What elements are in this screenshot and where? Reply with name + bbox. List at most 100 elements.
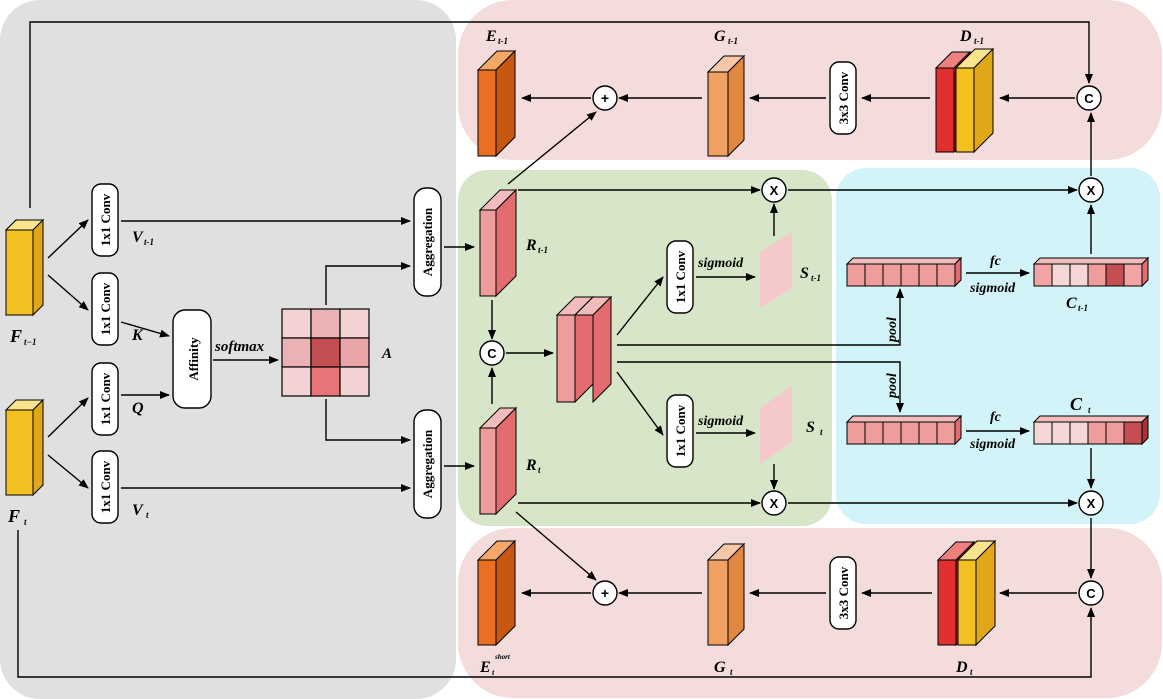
- aggregation-bottom: Aggregation: [413, 409, 442, 519]
- conv-v-prev: 1x1 Conv: [91, 183, 119, 257]
- label-g-cur-sub: t: [730, 667, 733, 677]
- add-node-top-label: +: [601, 90, 609, 106]
- concatenated-feature: [555, 295, 613, 404]
- green-panel: [458, 170, 832, 526]
- svg-text:1x1 Conv: 1x1 Conv: [673, 404, 688, 457]
- label-fc-sigmoid-bottom: sigmoid: [969, 437, 1016, 452]
- label-c-prev: C: [1066, 295, 1077, 312]
- cyan-panel: [836, 168, 1160, 524]
- arrow-stack-conv-top: [616, 276, 664, 336]
- label-e-cur-sub: t: [492, 668, 495, 677]
- arrow-stack-conv-bottom: [616, 371, 664, 436]
- arrow-rcur-add: [515, 511, 597, 581]
- svg-text:1x1 Conv: 1x1 Conv: [673, 250, 688, 303]
- pooled-vector-bottom: [845, 414, 963, 446]
- multiply-node-cyan-bottom-label: X: [1087, 496, 1096, 511]
- multiply-node-green-bottom-label: X: [770, 496, 779, 511]
- affinity-block: Affinity: [172, 309, 212, 409]
- feature-d-prev: [934, 47, 995, 154]
- label-d-cur: D: [955, 659, 968, 676]
- svg-text:3x3 Conv: 3x3 Conv: [836, 71, 851, 124]
- label-r-prev: R: [525, 237, 537, 254]
- top-pink-panel: [458, 0, 1162, 160]
- label-c-prev-sub: t-1: [1078, 303, 1088, 313]
- conv3x3-top: 3x3 Conv: [829, 61, 857, 135]
- multiply-node-cyan-top-label: X: [1087, 183, 1096, 198]
- concat-node-bottom: [1078, 580, 1104, 606]
- label-r-cur-sub: t: [538, 465, 541, 475]
- multiply-node-green-bottom: [761, 490, 787, 516]
- label-s-cur: S: [806, 419, 815, 436]
- svg-text:1x1 Conv: 1x1 Conv: [98, 282, 113, 335]
- label-g-prev: G: [714, 28, 726, 45]
- arrow-fprev-conv-k: [47, 274, 89, 311]
- multiply-node-cyan-bottom: [1078, 490, 1104, 516]
- label-pool-top: pool: [885, 317, 900, 343]
- add-node-top: [592, 85, 618, 111]
- spatial-map-s-prev: [760, 232, 792, 308]
- label-e-prev: E: [485, 28, 497, 45]
- label-fc-top: fc: [990, 254, 1002, 269]
- label-e-cur-sup: short: [494, 653, 511, 661]
- channel-weights-c-prev: [1032, 256, 1150, 288]
- gray-panel: [0, 0, 456, 699]
- multiply-node-green-top: [761, 177, 787, 203]
- spatial-map-s-cur: [760, 386, 792, 464]
- svg-text:Aggregation: Aggregation: [420, 429, 435, 498]
- label-fc-sigmoid-top: sigmoid: [969, 281, 1016, 296]
- label-f-cur-sub: t: [24, 517, 27, 527]
- pooled-vector-top: [845, 256, 963, 288]
- affinity-matrix: [281, 308, 370, 397]
- label-s-cur-sub: t: [820, 427, 823, 437]
- label-sigmoid-top: sigmoid: [697, 256, 744, 271]
- conv-spatial-top: 1x1 Conv: [666, 240, 694, 314]
- svg-text:1x1 Conv: 1x1 Conv: [98, 193, 113, 246]
- label-f-prev-sub: t−1: [24, 337, 36, 347]
- label-sigmoid-bottom: sigmoid: [697, 414, 744, 429]
- label-pool-bottom: pool: [885, 373, 900, 399]
- feature-d-cur: [936, 539, 997, 647]
- feature-g-prev: [706, 54, 746, 158]
- aggregation-top: Aggregation: [413, 187, 442, 297]
- arrow-fcur-skip-bottom: [17, 530, 1095, 678]
- feature-f-cur: [4, 398, 45, 497]
- multiply-node-cyan-top: [1078, 177, 1104, 203]
- label-e-prev-sub: t-1: [498, 36, 508, 46]
- arrow-fcur-conv-v: [47, 454, 89, 489]
- label-d-prev: D: [959, 28, 972, 45]
- conv-v-cur: 1x1 Conv: [91, 450, 119, 524]
- feature-e-prev: [476, 49, 517, 158]
- label-e-cur: E: [479, 659, 491, 676]
- label-a: A: [381, 346, 392, 362]
- arrow-fprev-skip-top: [29, 21, 1093, 208]
- conv3x3-bottom: 3x3 Conv: [829, 556, 857, 630]
- conv-k: 1x1 Conv: [91, 272, 119, 346]
- arrow-k-affinity: [120, 321, 170, 338]
- arrow-matrix-aggregation-bottom: [325, 399, 411, 444]
- label-k: K: [131, 327, 144, 344]
- concat-node-top-label: C: [1084, 91, 1094, 106]
- label-s-prev-sub: t-1: [811, 273, 821, 283]
- concat-node-top: [1076, 85, 1102, 111]
- svg-text:3x3 Conv: 3x3 Conv: [836, 566, 851, 619]
- arrow-pool-bottom: [617, 361, 904, 413]
- label-v-cur-sub: t: [146, 510, 149, 520]
- feature-r-cur: [478, 406, 518, 516]
- bottom-pink-panel: [458, 528, 1162, 698]
- label-c-cur-sub: t: [1088, 405, 1091, 415]
- arrow-fcur-conv-q: [47, 397, 89, 438]
- feature-g-cur: [706, 542, 746, 647]
- label-g-cur: G: [714, 659, 726, 676]
- label-f-prev: F: [9, 326, 22, 346]
- label-d-cur-sub: t: [970, 667, 973, 677]
- label-g-prev-sub: t-1: [728, 36, 738, 46]
- concat-node-bottom-label: C: [1086, 586, 1096, 601]
- label-r-cur: R: [525, 457, 537, 474]
- label-s-prev: S: [800, 265, 809, 282]
- label-softmax: softmax: [214, 339, 265, 355]
- label-c-cur: C: [1070, 394, 1083, 414]
- concat-node-middle: [479, 340, 505, 366]
- multiply-node-green-top-label: X: [770, 183, 779, 198]
- label-r-prev-sub: t-1: [538, 245, 548, 255]
